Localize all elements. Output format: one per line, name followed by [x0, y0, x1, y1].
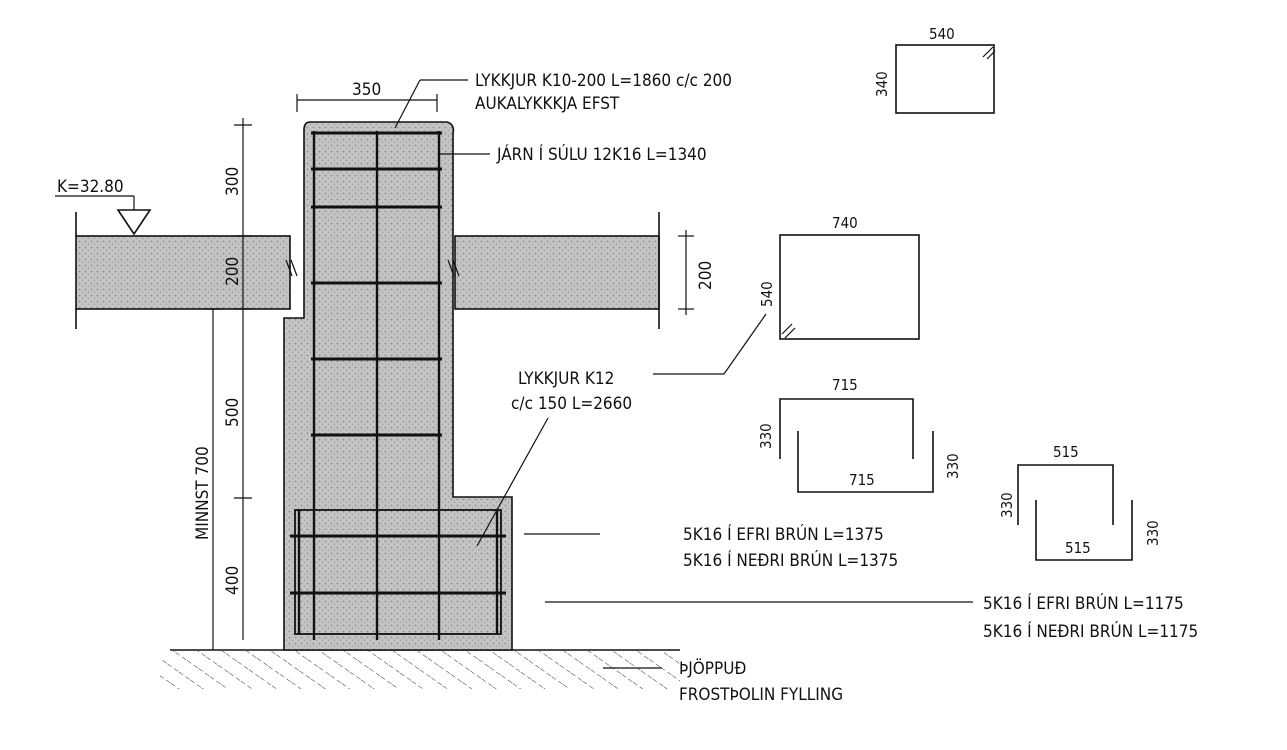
column-footing-outline: [283, 121, 513, 651]
bar-shape-u715: 715 330 715 330: [757, 376, 962, 493]
footing-bars-a2: 5K16 Í NEÐRI BRÚN L=1375: [683, 549, 898, 571]
dim-300-label: 300: [223, 167, 243, 196]
dim-min-depth: MINNST 700: [193, 308, 222, 650]
s3-bottom-label: 715: [849, 471, 875, 489]
leader-column-bars: JÁRN Í SÚLU 12K16 L=1340: [440, 143, 707, 165]
footing-stirrups-line2: c/c 150 L=2660: [511, 394, 632, 414]
s2-top-label: 740: [832, 214, 858, 232]
leader-footing-bars-a: 5K16 Í EFRI BRÚN L=1375 5K16 Í NEÐRI BRÚ…: [524, 523, 898, 571]
slab-right: [454, 235, 660, 310]
s4-right-label: 330: [1144, 520, 1162, 546]
dim-200-left-label: 200: [223, 257, 243, 286]
dim-200-right-label: 200: [696, 261, 716, 290]
leader-stirrups: LYKKJUR K10-200 L=1860 c/c 200 AUKALYKKK…: [394, 71, 732, 129]
leader-fill: ÞJÖPPUÐ FROSTÞOLIN FYLLING: [603, 657, 843, 705]
leader-footing-stirrups: LYKKJUR K12 c/c 150 L=2660: [476, 313, 767, 547]
slab-left: [75, 235, 291, 310]
column-bars-label: JÁRN Í SÚLU 12K16 L=1340: [496, 143, 707, 165]
dim-400-label: 400: [223, 566, 243, 595]
footing-rebar: [290, 509, 506, 635]
s3-left-label: 330: [757, 423, 775, 449]
bar-shape-740x540: 740 540: [758, 214, 920, 340]
stirrups-line1: LYKKJUR K10-200 L=1860 c/c 200: [475, 71, 732, 91]
column-rebar: [311, 131, 442, 640]
dim-500-label: 500: [223, 398, 243, 427]
ground-fill: [160, 649, 680, 689]
stirrups-line2: AUKALYKKKJA EFST: [475, 94, 620, 114]
bar-shape-540x340: 540 340: [873, 25, 996, 114]
level-label: K=32.80: [57, 177, 124, 197]
footing-stirrups-line1: LYKKJUR K12: [518, 369, 614, 389]
s2-side-label: 540: [758, 281, 776, 307]
min-depth-label: MINNST 700: [193, 446, 213, 540]
s4-left-label: 330: [998, 492, 1016, 518]
level-marker: K=32.80: [55, 177, 152, 236]
s3-right-label: 330: [944, 453, 962, 479]
fill-line2: FROSTÞOLIN FYLLING: [679, 685, 843, 705]
s4-top-label: 515: [1053, 443, 1079, 461]
footing-bars-b2: 5K16 Í NEÐRI BRÚN L=1175: [983, 620, 1198, 642]
dim-column-width: 350: [296, 80, 438, 112]
leader-footing-bars-b: 5K16 Í EFRI BRÚN L=1175 5K16 Í NEÐRI BRÚ…: [545, 592, 1198, 642]
s4-bottom-label: 515: [1065, 539, 1091, 557]
s1-side-label: 340: [873, 71, 891, 97]
s3-top-label: 715: [832, 376, 858, 394]
dim-slab-right: 200: [678, 230, 716, 315]
dim-vertical-chain: 300 200 500 400: [223, 118, 252, 640]
dim-col-width-label: 350: [352, 80, 381, 100]
footing-bars-a1: 5K16 Í EFRI BRÚN L=1375: [683, 523, 884, 545]
bar-shape-u515: 515 330 515 330: [998, 443, 1162, 561]
footing-bars-b1: 5K16 Í EFRI BRÚN L=1175: [983, 592, 1184, 614]
concrete-section: [75, 121, 660, 651]
s1-top-label: 540: [929, 25, 955, 43]
fill-line1: ÞJÖPPUÐ: [679, 657, 746, 679]
